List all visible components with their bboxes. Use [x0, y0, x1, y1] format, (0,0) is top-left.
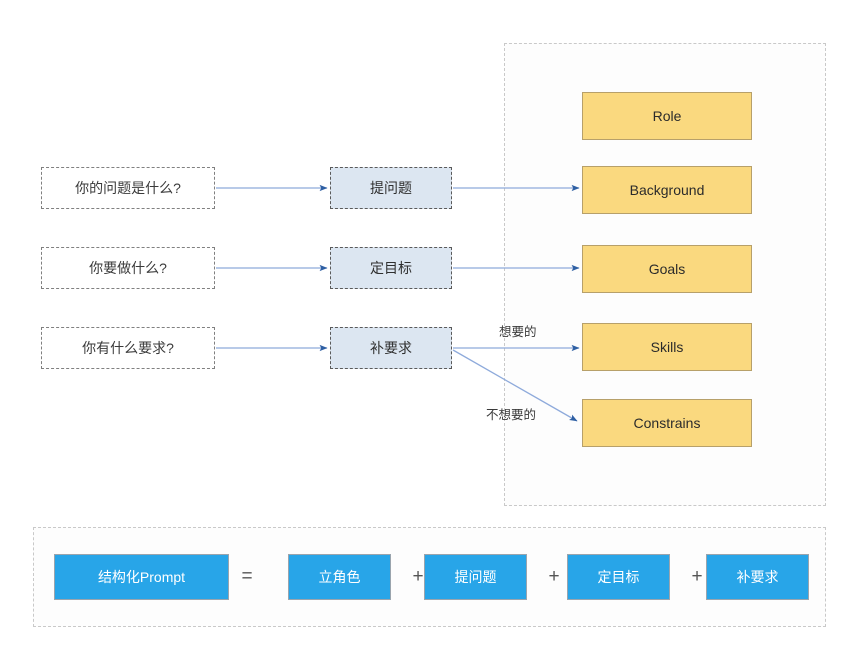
formula-plus-operator-1: +	[412, 566, 424, 587]
formula-result-structured-prompt[interactable]: 结构化Prompt	[54, 554, 229, 600]
edge-label-wanted: 想要的	[499, 325, 537, 339]
question-box-3[interactable]: 你有什么要求?	[41, 327, 215, 369]
step-box-add-requirements[interactable]: 补要求	[330, 327, 452, 369]
formula-equals-operator: =	[241, 566, 253, 587]
formula-term-ask-question[interactable]: 提问题	[424, 554, 527, 600]
edge-label-not-wanted: 不想要的	[486, 408, 537, 422]
component-box-skills[interactable]: Skills	[582, 323, 752, 371]
component-box-role[interactable]: Role	[582, 92, 752, 140]
component-box-background[interactable]: Background	[582, 166, 752, 214]
step-box-set-goal[interactable]: 定目标	[330, 247, 452, 289]
formula-term-add-requirements[interactable]: 补要求	[706, 554, 809, 600]
component-box-constrains[interactable]: Constrains	[582, 399, 752, 447]
step-box-ask-question[interactable]: 提问题	[330, 167, 452, 209]
formula-plus-operator-3: +	[691, 566, 703, 587]
formula-term-set-goal[interactable]: 定目标	[567, 554, 670, 600]
formula-term-role[interactable]: 立角色	[288, 554, 391, 600]
formula-plus-operator-2: +	[548, 566, 560, 587]
component-box-goals[interactable]: Goals	[582, 245, 752, 293]
question-box-1[interactable]: 你的问题是什么?	[41, 167, 215, 209]
question-box-2[interactable]: 你要做什么?	[41, 247, 215, 289]
